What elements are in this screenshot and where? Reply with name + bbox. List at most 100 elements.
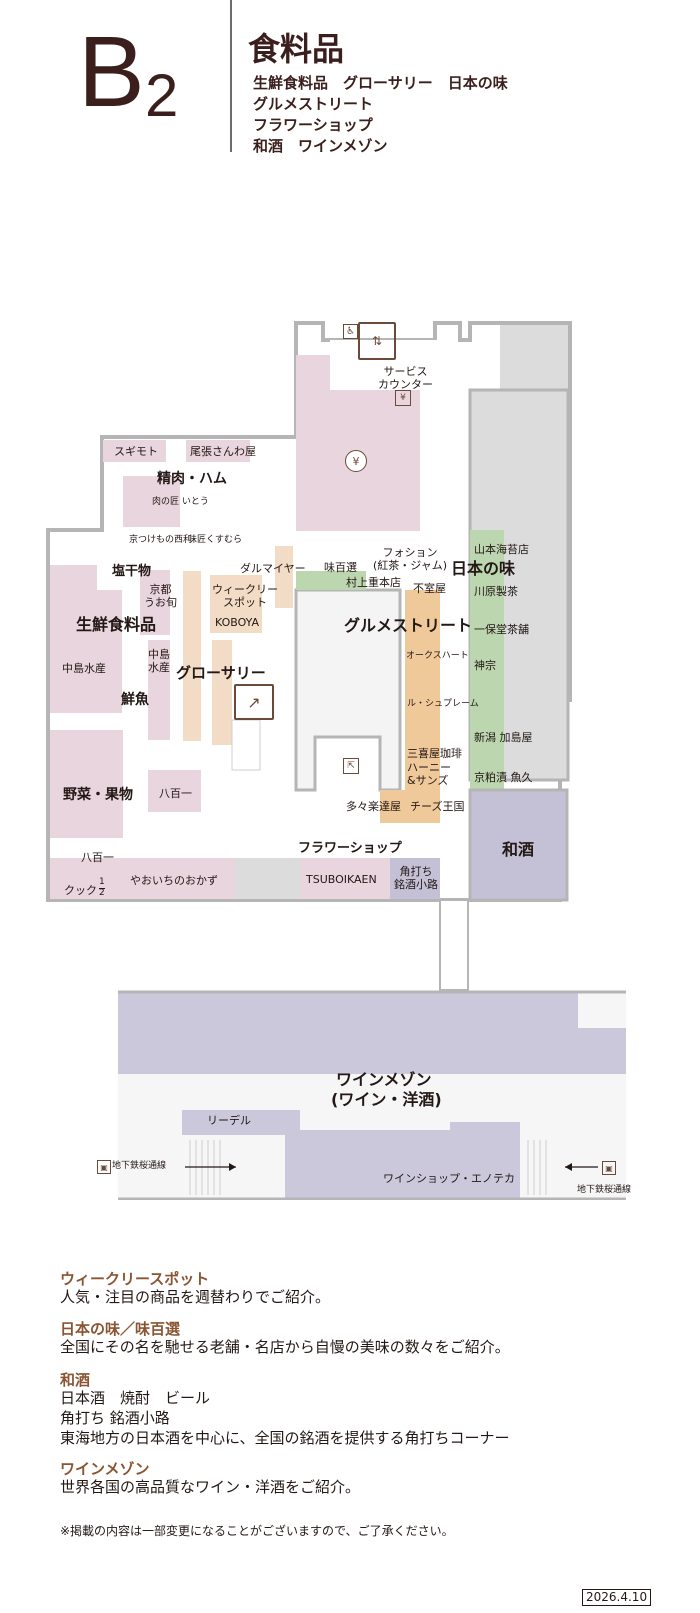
sukimoto-block — [103, 440, 166, 462]
wine-maison-label: ワインメゾン — [336, 1070, 432, 1089]
yasai-kudamono-label: 野菜・果物 — [63, 787, 133, 803]
nihon-green-strip — [470, 530, 504, 790]
disclaimer-note: ※掲載の内容は一部変更になることがございますので、ご了承ください。 — [60, 1524, 454, 1538]
escalator-icon: ↗ — [234, 684, 274, 720]
category-line-1: 生鮮食料品 グローサリー 日本の味 — [253, 74, 508, 92]
nakajima-suisan-label: 中島水産 — [148, 648, 170, 674]
tatara-strip — [380, 790, 440, 823]
escalator-area — [231, 719, 261, 771]
category-line-3: フラワーショップ — [253, 116, 373, 134]
seiniku-block — [123, 476, 180, 527]
riedel-block — [182, 1110, 520, 1200]
sengyo-label: 鮮魚 — [121, 692, 149, 708]
legend-text-weekly: 人気・注目の商品を週替わりでご紹介。 — [60, 1288, 331, 1306]
yamamoto-noriten-label: 山本海苔店 — [474, 543, 529, 556]
grocery-shelf-2 — [212, 640, 232, 745]
oakheart-label: オークスハート — [406, 651, 469, 661]
subway-icon: ▣ — [97, 1160, 111, 1174]
legend-heading-nihon: 日本の味／味百選 — [60, 1320, 181, 1338]
nihon-no-aji-label: 日本の味 — [451, 559, 516, 578]
arrow-left-icon — [565, 1163, 598, 1171]
floor-number: 2 — [145, 62, 179, 129]
cheese-label: チーズ王国 — [410, 800, 465, 813]
flower-shop-label: フラワーショップ — [298, 841, 402, 856]
date-stamp: 2026.4.10 — [582, 1589, 652, 1606]
shiohimono-label: 塩干物 — [112, 564, 152, 579]
hachi-center-block — [148, 770, 201, 812]
legend-heading-washu: 和酒 — [60, 1371, 91, 1389]
wine-top-right-white — [578, 992, 626, 1028]
washu-block — [468, 788, 569, 902]
wine-shop-enoteca-label: ワインショップ・エノテカ — [383, 1172, 515, 1185]
seisen-shokuryohin-label: 生鮮食料品 — [76, 615, 157, 634]
koboya-label: KOBOYA — [215, 616, 260, 629]
nakajima-suisan-left-label: 中島水産 — [62, 662, 106, 675]
weekly-spot-block — [210, 575, 262, 633]
grocery-label: グローサリー — [176, 664, 266, 682]
sankiya-label: 三喜屋珈琲 — [407, 747, 462, 760]
central-void — [294, 588, 402, 792]
stairs-right — [527, 1140, 547, 1195]
legend-heading-wine: ワインメゾン — [60, 1460, 150, 1478]
ippodo-label: 一保堂茶舗 — [474, 623, 529, 636]
kakuuchi-block — [390, 858, 440, 899]
subway-icon: ▣ — [602, 1161, 616, 1175]
service-counter-label: サービスカウンター — [378, 365, 433, 391]
kakuuchi-label: 角打ち銘酒小路 — [394, 865, 438, 891]
niigata-kashimaya-label: 新潟 加島屋 — [474, 731, 533, 744]
gourmet-street-label: グルメストリート — [344, 616, 473, 635]
legend-text-washu-1: 日本酒 焼酎 ビール — [60, 1389, 211, 1407]
wine-maison-sub-label: (ワイン・洋酒) — [331, 1090, 442, 1109]
wine-band-top — [118, 992, 626, 1074]
kyoto-block — [140, 570, 170, 635]
ajikura-label: 味匠くすむら — [188, 535, 243, 545]
floor-letter: B — [78, 16, 145, 128]
legend-text-washu-2: 角打ち 銘酒小路 — [60, 1409, 170, 1427]
white-service-area — [330, 340, 450, 390]
kyotsukemono-label: 京つけもの西利 — [129, 535, 193, 545]
wheelchair-icon: ♿ — [343, 324, 358, 339]
washu-label: 和酒 — [502, 840, 535, 859]
subway-left-label: 地下鉄桜通線 — [112, 1161, 167, 1171]
legend-text-washu-3: 東海地方の日本酒を中心に、全国の銘酒を提供する角打ちコーナー — [60, 1429, 510, 1447]
owari-sanwaya-label: 尾張さんわ屋 — [190, 445, 256, 458]
yen-exchange-icon: ¥ — [395, 390, 411, 406]
nakajima-block — [148, 640, 170, 740]
fresh-left-block-2 — [97, 590, 122, 713]
seiniku-ham-label: 精肉・ハム — [157, 471, 227, 487]
kyokasuzuke-label: 京粕漬 魚久 — [474, 771, 533, 784]
tatara-label: 多々楽達屋 — [346, 800, 401, 813]
category-title: 食料品 — [248, 30, 345, 68]
category-line-2: グルメストリート — [253, 95, 374, 113]
kanso-label: 神宗 — [474, 659, 496, 672]
legend-text-nihon: 全国にその名を馳せる老舗・名店から自慢の美味の数々をご紹介。 — [60, 1338, 510, 1356]
riedel-label: リーデル — [207, 1114, 251, 1127]
gray-block-top — [500, 325, 568, 390]
tsuboikaen-block — [301, 858, 390, 899]
harney-label: ハーニー&サンズ — [407, 761, 451, 787]
category-line-4: 和酒 ワインメゾン — [253, 137, 388, 155]
dalmayer-block — [275, 546, 293, 608]
stairs-icon: ⇱ — [343, 758, 359, 774]
murakami-label: 村上重本店 — [346, 576, 401, 589]
yasai-block — [50, 730, 123, 838]
sukimoto-label: スギモト — [114, 445, 158, 458]
fresh-left-block — [50, 565, 97, 713]
dalmayer-label: ダルマイヤー — [240, 562, 306, 575]
kyoto-uoshun-label: 京都うお旬 — [144, 583, 177, 609]
legend-text-wine: 世界各国の高品質なワイン・洋酒をご紹介。 — [60, 1478, 361, 1496]
yaoichi-block — [50, 858, 235, 899]
legend-heading-weekly: ウィークリースポット — [60, 1270, 210, 1288]
weekly-spot-label: ウィークリースポット — [212, 583, 278, 609]
gourmet-orange-strip — [405, 590, 440, 823]
hachihyakuichi-bottom-label: 八百一 — [81, 851, 114, 864]
tsuboikaen-label: TSUBOIKAEN — [306, 873, 377, 886]
yen-icon: ¥ — [345, 450, 367, 472]
fauchon-label: フォション(紅茶・ジャム) — [373, 546, 448, 572]
corridor — [439, 899, 469, 991]
yaoichi-okazu-label: やおいちのおかず — [130, 874, 218, 887]
yaoichi-gray — [235, 858, 301, 899]
subway-right-label: 地下鉄桜通線 — [577, 1185, 632, 1195]
ajihyakusen-strip — [296, 571, 366, 590]
